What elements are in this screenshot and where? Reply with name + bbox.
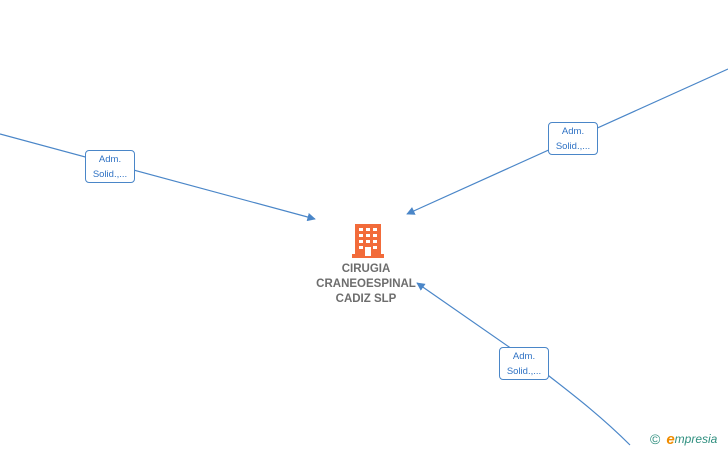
edge-label-name: Solid.,... xyxy=(555,141,591,152)
edge-label-name: Solid.,... xyxy=(506,366,542,377)
company-name-line: CADIZ SLP xyxy=(335,293,397,305)
edge-label-name: Solid.,... xyxy=(92,169,128,180)
edge-label-role: Adm. xyxy=(561,126,585,137)
brand-name: mpresia xyxy=(674,432,718,446)
edge-label-left[interactable]: Adm. Solid.,... xyxy=(85,150,135,183)
edge-label-role: Adm. xyxy=(512,351,536,362)
company-name[interactable]: CIRUGIA CRANEOESPINAL CADIZ SLP xyxy=(300,262,432,307)
company-name-line: CIRUGIA xyxy=(341,263,391,275)
building-icon[interactable] xyxy=(352,222,384,258)
empresia-logo: © e mpresia xyxy=(650,430,717,448)
company-name-line: CRANEOESPINAL xyxy=(316,278,416,290)
edge-left xyxy=(0,133,316,222)
edge-label-top-right[interactable]: Adm. Solid.,... xyxy=(548,122,598,155)
edge-label-role: Adm. xyxy=(98,154,122,165)
brand-initial: e xyxy=(666,430,675,448)
copyright-icon: © xyxy=(650,431,661,447)
edge-label-bottom-right[interactable]: Adm. Solid.,... xyxy=(499,347,549,380)
